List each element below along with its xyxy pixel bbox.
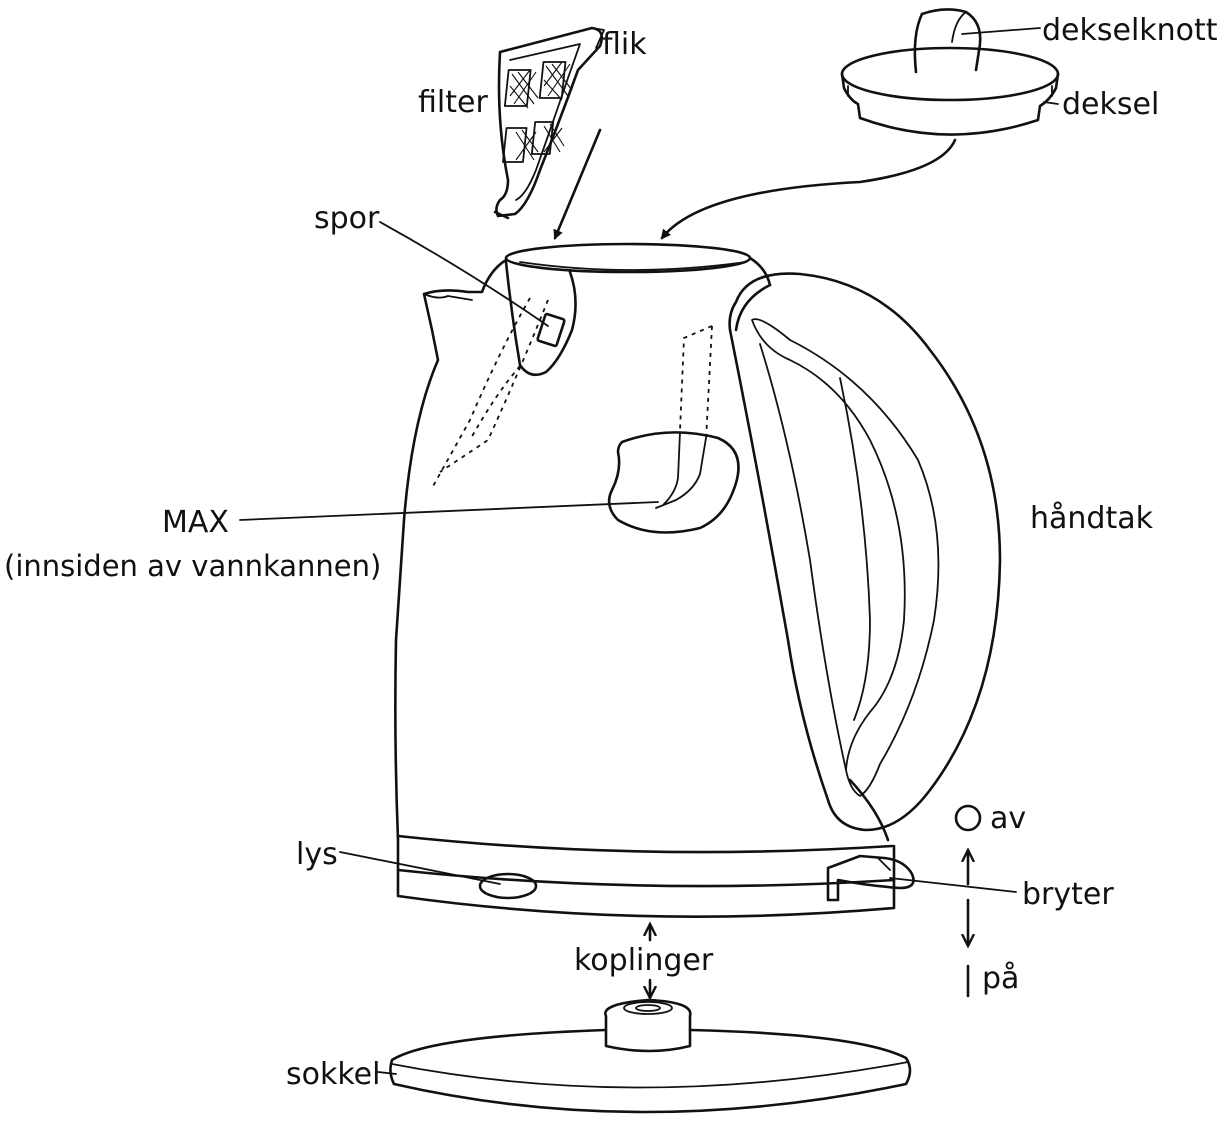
- filter-part: [493, 26, 605, 220]
- filter-arrow: [553, 128, 602, 240]
- switch-state-indicator: [954, 804, 982, 998]
- lid-part: [840, 8, 1060, 136]
- label-flik: flik: [602, 27, 647, 62]
- label-sokkel: sokkel: [286, 1057, 380, 1092]
- kettle-body: [394, 242, 915, 918]
- base-part: [389, 998, 912, 1114]
- label-lys: lys: [296, 837, 338, 872]
- kettle-handle: [728, 272, 1002, 832]
- label-deksel: deksel: [1062, 87, 1159, 122]
- label-max-note: (innsiden av vannkannen): [4, 549, 381, 583]
- off-circle-icon: [954, 804, 982, 832]
- label-av: av: [990, 801, 1026, 836]
- lid-arrow: [660, 138, 957, 240]
- label-bryter: bryter: [1022, 877, 1114, 912]
- leader-lines: [239, 27, 1059, 1075]
- label-filter: filter: [418, 85, 488, 120]
- label-koplinger: koplinger: [574, 943, 714, 978]
- label-dekselknott: dekselknott: [1042, 13, 1218, 48]
- label-pa: på: [982, 961, 1019, 996]
- label-spor: spor: [314, 201, 380, 236]
- filter-mesh: [509, 61, 573, 161]
- label-max: MAX: [162, 505, 229, 540]
- label-handtak: håndtak: [1030, 501, 1154, 536]
